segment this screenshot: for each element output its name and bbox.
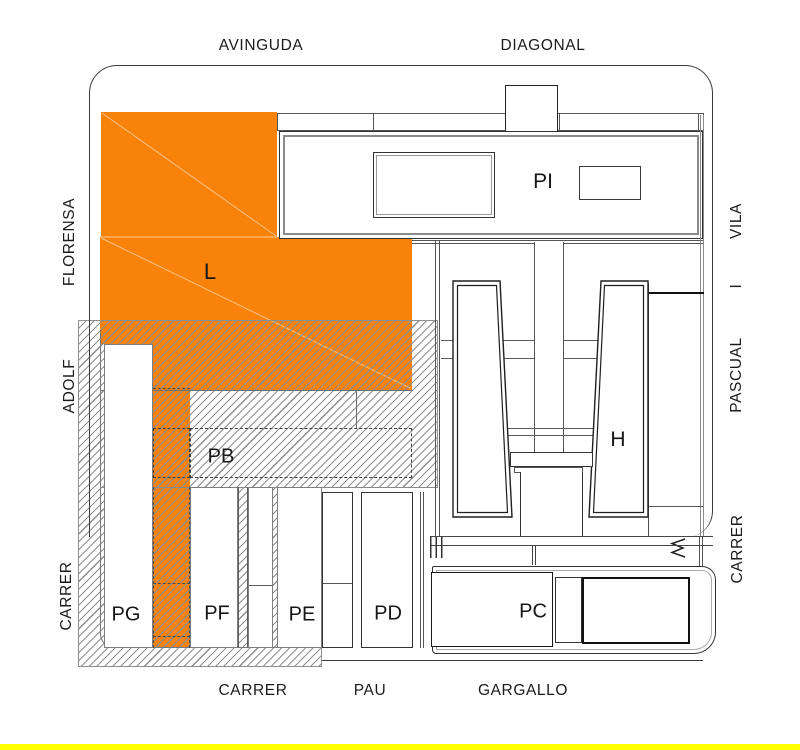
building-label-l: L	[203, 259, 217, 284]
plan-outer-boundary	[89, 65, 713, 537]
tick-symbol	[532, 545, 536, 565]
plan-line	[508, 428, 594, 430]
building-label-pd: PD	[374, 602, 402, 625]
building-label-pb: PB	[207, 445, 235, 468]
street-label-gargallo: GARGALLO	[477, 682, 569, 699]
street-label-adolf: ADOLF	[61, 358, 78, 414]
pi-annex	[579, 166, 641, 200]
plan-line	[323, 583, 352, 585]
h-bridge	[510, 452, 593, 467]
street-label-carrer-bottom: CARRER	[218, 682, 288, 699]
plan-line	[373, 114, 375, 130]
building-label-pe: PE	[288, 603, 316, 626]
plan-line	[356, 390, 358, 428]
building-pb-outline	[190, 428, 412, 478]
building-pf-slab	[190, 487, 238, 648]
gate-symbol	[669, 538, 686, 558]
building-pd-west-slab	[322, 492, 353, 648]
plan-bottom-boundary	[322, 660, 703, 662]
street-label-avinguda: AVINGUDA	[218, 37, 304, 54]
strip-parcel-outline	[153, 428, 190, 478]
building-pi-inner-wall	[283, 135, 699, 235]
building-pi	[279, 131, 703, 239]
strip-dash-line	[153, 636, 190, 637]
building-label-pc: PC	[519, 600, 547, 623]
plan-line	[648, 283, 650, 537]
strip-dash-line	[153, 388, 190, 389]
h-south-stem	[520, 472, 583, 537]
h-central-column	[534, 242, 564, 454]
double-wall-line	[420, 492, 424, 648]
plan-line	[441, 358, 453, 360]
building-pd-east-slab	[361, 492, 413, 648]
pc-annex-small	[555, 577, 582, 643]
pc-annex-large	[582, 577, 690, 644]
building-label-pi: PI	[533, 170, 553, 193]
building-label-pg: PG	[111, 603, 141, 626]
strip-dash-line	[153, 583, 190, 584]
east-margin-wall	[700, 115, 704, 537]
building-pg-slab	[104, 344, 153, 648]
street-label-carrer-left: CARRER	[58, 561, 75, 631]
plan-line	[441, 340, 453, 342]
plan-line	[559, 114, 561, 130]
building-pe-slab	[277, 487, 322, 648]
street-label-pascual: PASCUAL	[728, 337, 745, 413]
north-entrance-bump	[505, 85, 558, 133]
plan-line	[249, 585, 272, 587]
pi-courtyard-inner	[376, 155, 492, 215]
h-west-wall	[435, 240, 440, 537]
strip-parcel-sides	[153, 487, 190, 648]
street-label-florensa: FLORENSA	[61, 197, 78, 287]
building-pc	[431, 572, 553, 647]
plan-line	[564, 358, 598, 360]
plan-line	[649, 506, 703, 508]
plan-line	[698, 114, 700, 130]
building-label-pf: PF	[204, 602, 230, 625]
street-label-carrer-right: CARRER	[729, 514, 746, 584]
plan-line	[564, 340, 598, 342]
plan-line	[503, 340, 534, 342]
street-label-pau: PAU	[353, 682, 387, 699]
street-label-vila: VILA	[728, 202, 745, 240]
street-label-i: I	[728, 283, 745, 289]
plan-line	[649, 292, 704, 294]
plan-line	[100, 390, 412, 392]
double-wall-line	[238, 487, 248, 648]
street-label-diagonal: DIAGONAL	[500, 37, 586, 54]
road-line	[430, 545, 713, 547]
north-sidewalk-strip	[277, 113, 704, 131]
plan-line	[508, 435, 594, 437]
mid-slab	[248, 487, 273, 648]
pi-courtyard	[373, 152, 495, 218]
double-wall-line	[699, 537, 703, 567]
plan-line	[503, 358, 534, 360]
footer-highlight-bar	[0, 744, 800, 750]
building-label-h: H	[610, 428, 626, 451]
road-line	[430, 536, 713, 538]
stairs-symbol	[430, 537, 446, 558]
